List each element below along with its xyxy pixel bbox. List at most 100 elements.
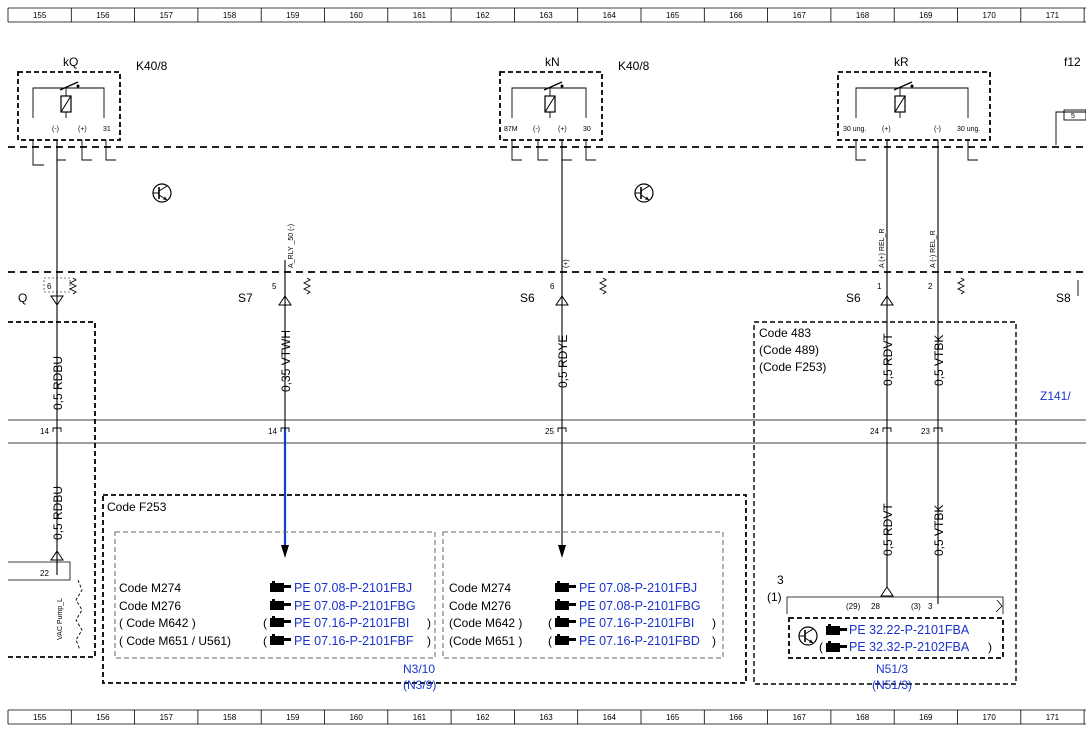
- pointing-hand-icon: [270, 634, 291, 645]
- connector-s6-right-signal-1: A (+) REL_R: [879, 229, 886, 269]
- reference-link[interactable]: PE 07.16-P-2101FBI: [579, 616, 694, 630]
- pointing-hand-icon: [270, 581, 291, 592]
- ruler-number: 171: [1046, 713, 1060, 722]
- relay-kq-pin-2: (+): [78, 126, 87, 133]
- code-483-line-2: (Code 489): [759, 343, 819, 357]
- relay-kn: kN K40/8 87M (-) (+) 30: [499, 55, 650, 161]
- ruler-number: 160: [349, 11, 363, 20]
- connector-s6-right-pin-2: 2: [928, 282, 933, 291]
- relay-kq-coil: [60, 95, 72, 113]
- ruler-number: 163: [539, 713, 553, 722]
- code-label: (Code M642 ): [449, 616, 522, 630]
- ruler-number: 158: [223, 713, 237, 722]
- ruler-number: 170: [982, 713, 996, 722]
- arrow-down: [281, 545, 289, 558]
- splice-pin: 23: [921, 427, 930, 436]
- relay-kr-pin-1: 30 ung.: [843, 126, 866, 133]
- reference-link[interactable]: PE 07.08-P-2101FBJ: [579, 581, 697, 595]
- reference-link[interactable]: PE 07.08-P-2101FBG: [294, 599, 416, 613]
- ruler-number: 162: [476, 713, 490, 722]
- reference-link[interactable]: PE 07.16-P-2101FBD: [579, 634, 700, 648]
- ruler-number: 165: [666, 713, 680, 722]
- ruler-number: 155: [33, 11, 47, 20]
- connector-s7: S7 5 A_RLY _50 (-): [238, 224, 311, 306]
- connector-pin: (3): [911, 602, 921, 611]
- svg-text:(: (: [263, 634, 267, 648]
- ruler-number: 163: [539, 11, 553, 20]
- connector-s6-right: S6 1 2 A (+) REL_R A (-) REL_R: [846, 229, 965, 306]
- splice-pins: [52, 427, 943, 432]
- connector-pin: (29): [846, 602, 861, 611]
- reference-link[interactable]: PE 07.16-P-2101FBF: [294, 634, 414, 648]
- connector-s8: S8: [1056, 280, 1079, 305]
- relay-kr: kR 30 ung. (+) (-) 30 ung.: [837, 55, 991, 161]
- wire-label: 0,5 RDVT: [881, 503, 895, 556]
- code-f253-box: Code F253 N3/10 (N3/9): [102, 494, 747, 692]
- relay-kn-pin-1: 87M: [504, 126, 518, 133]
- arrow-down: [558, 545, 566, 558]
- ruler-number: 167: [793, 713, 807, 722]
- wire-label: 0,5 RDYE: [556, 335, 570, 388]
- ruler-number: 162: [476, 11, 490, 20]
- left-reference-list: Code M274 Code M276 ( Code M642 ) ( Code…: [119, 581, 431, 648]
- svg-text:): ): [712, 634, 716, 648]
- reference-link[interactable]: PE 07.08-P-2101FBG: [579, 599, 701, 613]
- svg-text:(: (: [548, 634, 552, 648]
- relay-kq-pin-1: (-): [52, 126, 59, 133]
- wire-label: 0,35 VTWH: [279, 330, 293, 392]
- fuse-f12-label: f12: [1064, 55, 1081, 69]
- connector-q-pin: 6: [47, 282, 52, 291]
- reference-link[interactable]: PE 07.16-P-2101FBI: [294, 616, 409, 630]
- ruler-number: 157: [160, 11, 174, 20]
- ruler-number: 158: [223, 11, 237, 20]
- pointing-hand-icon: [826, 641, 847, 652]
- relay-kr-pin-4: 30 ung.: [957, 126, 980, 133]
- transistor-icon: [152, 183, 172, 203]
- connector-s7-signal: A_RLY _50 (-): [288, 224, 295, 268]
- connector-s7-pin: 5: [272, 282, 277, 291]
- connector-q-letter: Q: [18, 291, 27, 305]
- code-label: Code M276: [449, 599, 511, 613]
- wire-runs: [56, 140, 939, 604]
- reference-link[interactable]: PE 07.08-P-2101FBJ: [294, 581, 412, 595]
- ruler-number: 160: [349, 713, 363, 722]
- connector-s6-left-signal: (+): [563, 259, 570, 268]
- splice-pin: 14: [40, 427, 49, 436]
- connector-s6-right-pin-1: 1: [877, 282, 882, 291]
- ruler-number: 169: [919, 713, 933, 722]
- connector-s6-right-signal-2: A (-) REL_R: [930, 230, 937, 268]
- code-label: ( Code M651 / U561): [119, 634, 231, 648]
- ruler-number: 166: [729, 713, 743, 722]
- ruler-number: 165: [666, 11, 680, 20]
- code-label: (Code M651 ): [449, 634, 522, 648]
- right-reference-list: Code M274 Code M276 (Code M642 ) (Code M…: [449, 581, 716, 648]
- relay-kq-pin-3: 31: [103, 126, 111, 133]
- ruler-number: 167: [793, 11, 807, 20]
- module-name: N51/3: [876, 662, 908, 676]
- left-module-signal: VAC Pump_L: [57, 598, 64, 640]
- left-module-pin: 22: [40, 569, 49, 578]
- ruler-number: 168: [856, 713, 870, 722]
- connector-q: Q 6: [18, 277, 77, 306]
- reference-link[interactable]: PE 32.32-P-2102FBA: [849, 640, 970, 654]
- connector-s6-right-letter: S6: [846, 291, 861, 305]
- ruler-number: 159: [286, 11, 300, 20]
- code-483-line-1: Code 483: [759, 326, 811, 340]
- transistor-icon: [798, 626, 818, 646]
- wire-label: 0,5 RDBU: [51, 486, 65, 540]
- transistor-icon: [634, 183, 654, 203]
- relay-kn-coil: [544, 95, 556, 113]
- module-name-alt: (N51/3): [872, 678, 912, 692]
- connector-s6-left: S6 6 (+): [520, 259, 607, 306]
- svg-text:(: (: [263, 616, 267, 630]
- pointing-hand-icon: [555, 634, 576, 645]
- module-name: N3/10: [403, 662, 435, 676]
- reference-link[interactable]: PE 32.22-P-2101FBA: [849, 623, 970, 637]
- harness-lines: [8, 146, 1086, 444]
- relay-kn-part: K40/8: [618, 59, 650, 73]
- ruler-number: 161: [413, 11, 427, 20]
- relay-kn-pin-4: 30: [583, 126, 591, 133]
